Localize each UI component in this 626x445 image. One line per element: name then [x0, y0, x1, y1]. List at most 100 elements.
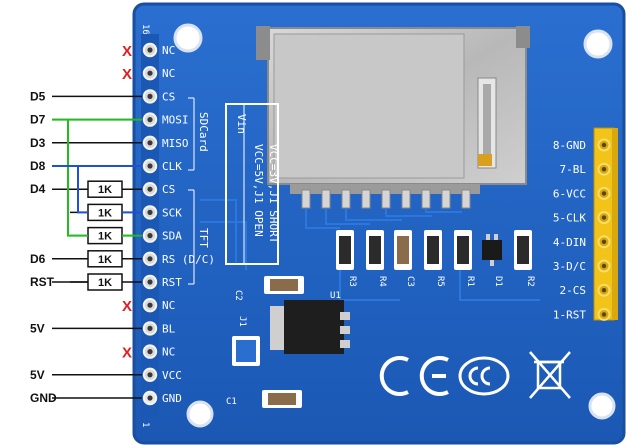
right-pin-hole	[601, 215, 607, 220]
label-r5: R5	[435, 276, 445, 287]
vin-line-1: VCC=5V,J1 OPEN	[252, 144, 265, 237]
pin-label: SDA	[162, 230, 182, 243]
signal-label: D7	[30, 113, 46, 127]
pin-hole	[147, 163, 153, 169]
pin-hole	[147, 209, 153, 215]
header-pin-16: 16	[140, 24, 150, 35]
component-c3	[394, 230, 412, 270]
component-d1	[482, 234, 502, 266]
group-label-sdcard: SDCard	[197, 112, 210, 152]
right-pin-label: 1-RST	[553, 308, 586, 321]
label-r2: R2	[525, 276, 535, 287]
right-pin-label: 2-CS	[560, 284, 587, 297]
pin-hole	[147, 279, 153, 285]
resistor-label: 1K	[98, 207, 112, 219]
right-pin-hole	[601, 142, 607, 148]
group-label-tft: TFT	[197, 228, 210, 248]
pin-label: NC	[162, 299, 175, 312]
pin-hole	[147, 186, 153, 192]
signal-label: 5V	[30, 368, 45, 382]
right-pin-hole	[601, 312, 607, 317]
header-strip	[141, 34, 159, 418]
pin-hole	[147, 395, 153, 401]
group-labels: SDCard TFT	[188, 97, 210, 285]
right-pin-hole	[601, 288, 607, 293]
pin-label: RST	[162, 276, 182, 289]
pin-hole	[147, 233, 153, 239]
pin-hole	[147, 117, 153, 123]
resistor-label: 1K	[98, 231, 112, 243]
pin-label: CS	[162, 183, 175, 196]
pin-hole	[147, 93, 153, 99]
label-j1: J1	[237, 316, 247, 327]
label-r3: R3	[347, 276, 357, 287]
pin-label: MISO	[162, 137, 189, 150]
sda-bus-wire	[67, 119, 88, 237]
header-pin-1: 1	[140, 422, 150, 427]
ce-mark-icon	[379, 356, 449, 396]
nc-mark-icon: X	[122, 66, 132, 83]
pin-hole	[147, 140, 153, 146]
resistor-label: 1K	[98, 184, 112, 196]
label-c3: C3	[405, 276, 415, 287]
pin-label: MOSI	[162, 114, 189, 127]
signal-label: D5	[30, 89, 46, 103]
weee-bin-icon	[529, 351, 571, 399]
sck-bus-wire	[77, 166, 88, 214]
label-d1: D1	[493, 276, 503, 287]
component-r5	[424, 230, 442, 270]
pin-hole	[147, 349, 153, 355]
pcb-edge	[132, 2, 626, 445]
component-r1	[454, 230, 472, 270]
label-r4: R4	[377, 276, 387, 287]
pin-hole	[147, 256, 153, 262]
component-r3	[336, 230, 354, 270]
mounting-holes	[173, 23, 616, 428]
component-c2	[264, 276, 304, 294]
label-r1: R1	[465, 276, 475, 287]
pin-label: NC	[162, 67, 175, 80]
right-pin-label: 3-D/C	[553, 260, 586, 273]
right-pin-label: 6-VCC	[553, 187, 586, 200]
pin-hole	[147, 302, 153, 308]
signal-label: D8	[30, 159, 46, 173]
right-pin-hole	[601, 263, 607, 269]
signal-label: D6	[30, 252, 46, 266]
component-labels: R3 R4 C3 R5 R1 D1 R2 C2 U1 J1 C1	[226, 276, 535, 407]
right-pin-label: 5-CLK	[553, 212, 586, 225]
signal-label: 5V	[30, 321, 45, 335]
vin-title: Vin	[235, 114, 248, 134]
resistor-label: 1K	[98, 254, 112, 266]
right-pin-hole	[601, 167, 607, 172]
resistor-label: 1K	[98, 277, 112, 289]
pin-label: GND	[162, 392, 182, 405]
right-pin-hole	[601, 191, 607, 196]
right-pin-hole	[601, 239, 607, 244]
signal-label: RST	[30, 275, 55, 289]
pin-label: CS	[162, 90, 175, 103]
pin-label: NC	[162, 44, 175, 57]
pin-hole	[147, 47, 153, 53]
pin-label: BL	[162, 322, 176, 335]
pin-hole	[147, 372, 153, 378]
label-c1: C1	[226, 397, 237, 407]
pin-label: VCC	[162, 369, 182, 382]
pin-hole	[147, 325, 153, 331]
certification-marks	[379, 351, 571, 399]
label-u1: U1	[330, 291, 341, 301]
pin-label: CLK	[162, 160, 182, 173]
pin-label: NC	[162, 346, 175, 359]
right-pin-label: 4-DIN	[553, 236, 586, 249]
sd-card-slot	[256, 26, 530, 194]
signal-label: GND	[30, 391, 57, 405]
nc-mark-icon: X	[122, 43, 132, 60]
component-j1	[232, 336, 260, 366]
pin-label: RS (D/C)	[162, 253, 215, 266]
signal-label: D4	[30, 182, 46, 196]
right-pin-label: 8-GND	[553, 139, 586, 152]
label-c2: C2	[233, 290, 243, 301]
nc-mark-icon: X	[122, 298, 132, 315]
